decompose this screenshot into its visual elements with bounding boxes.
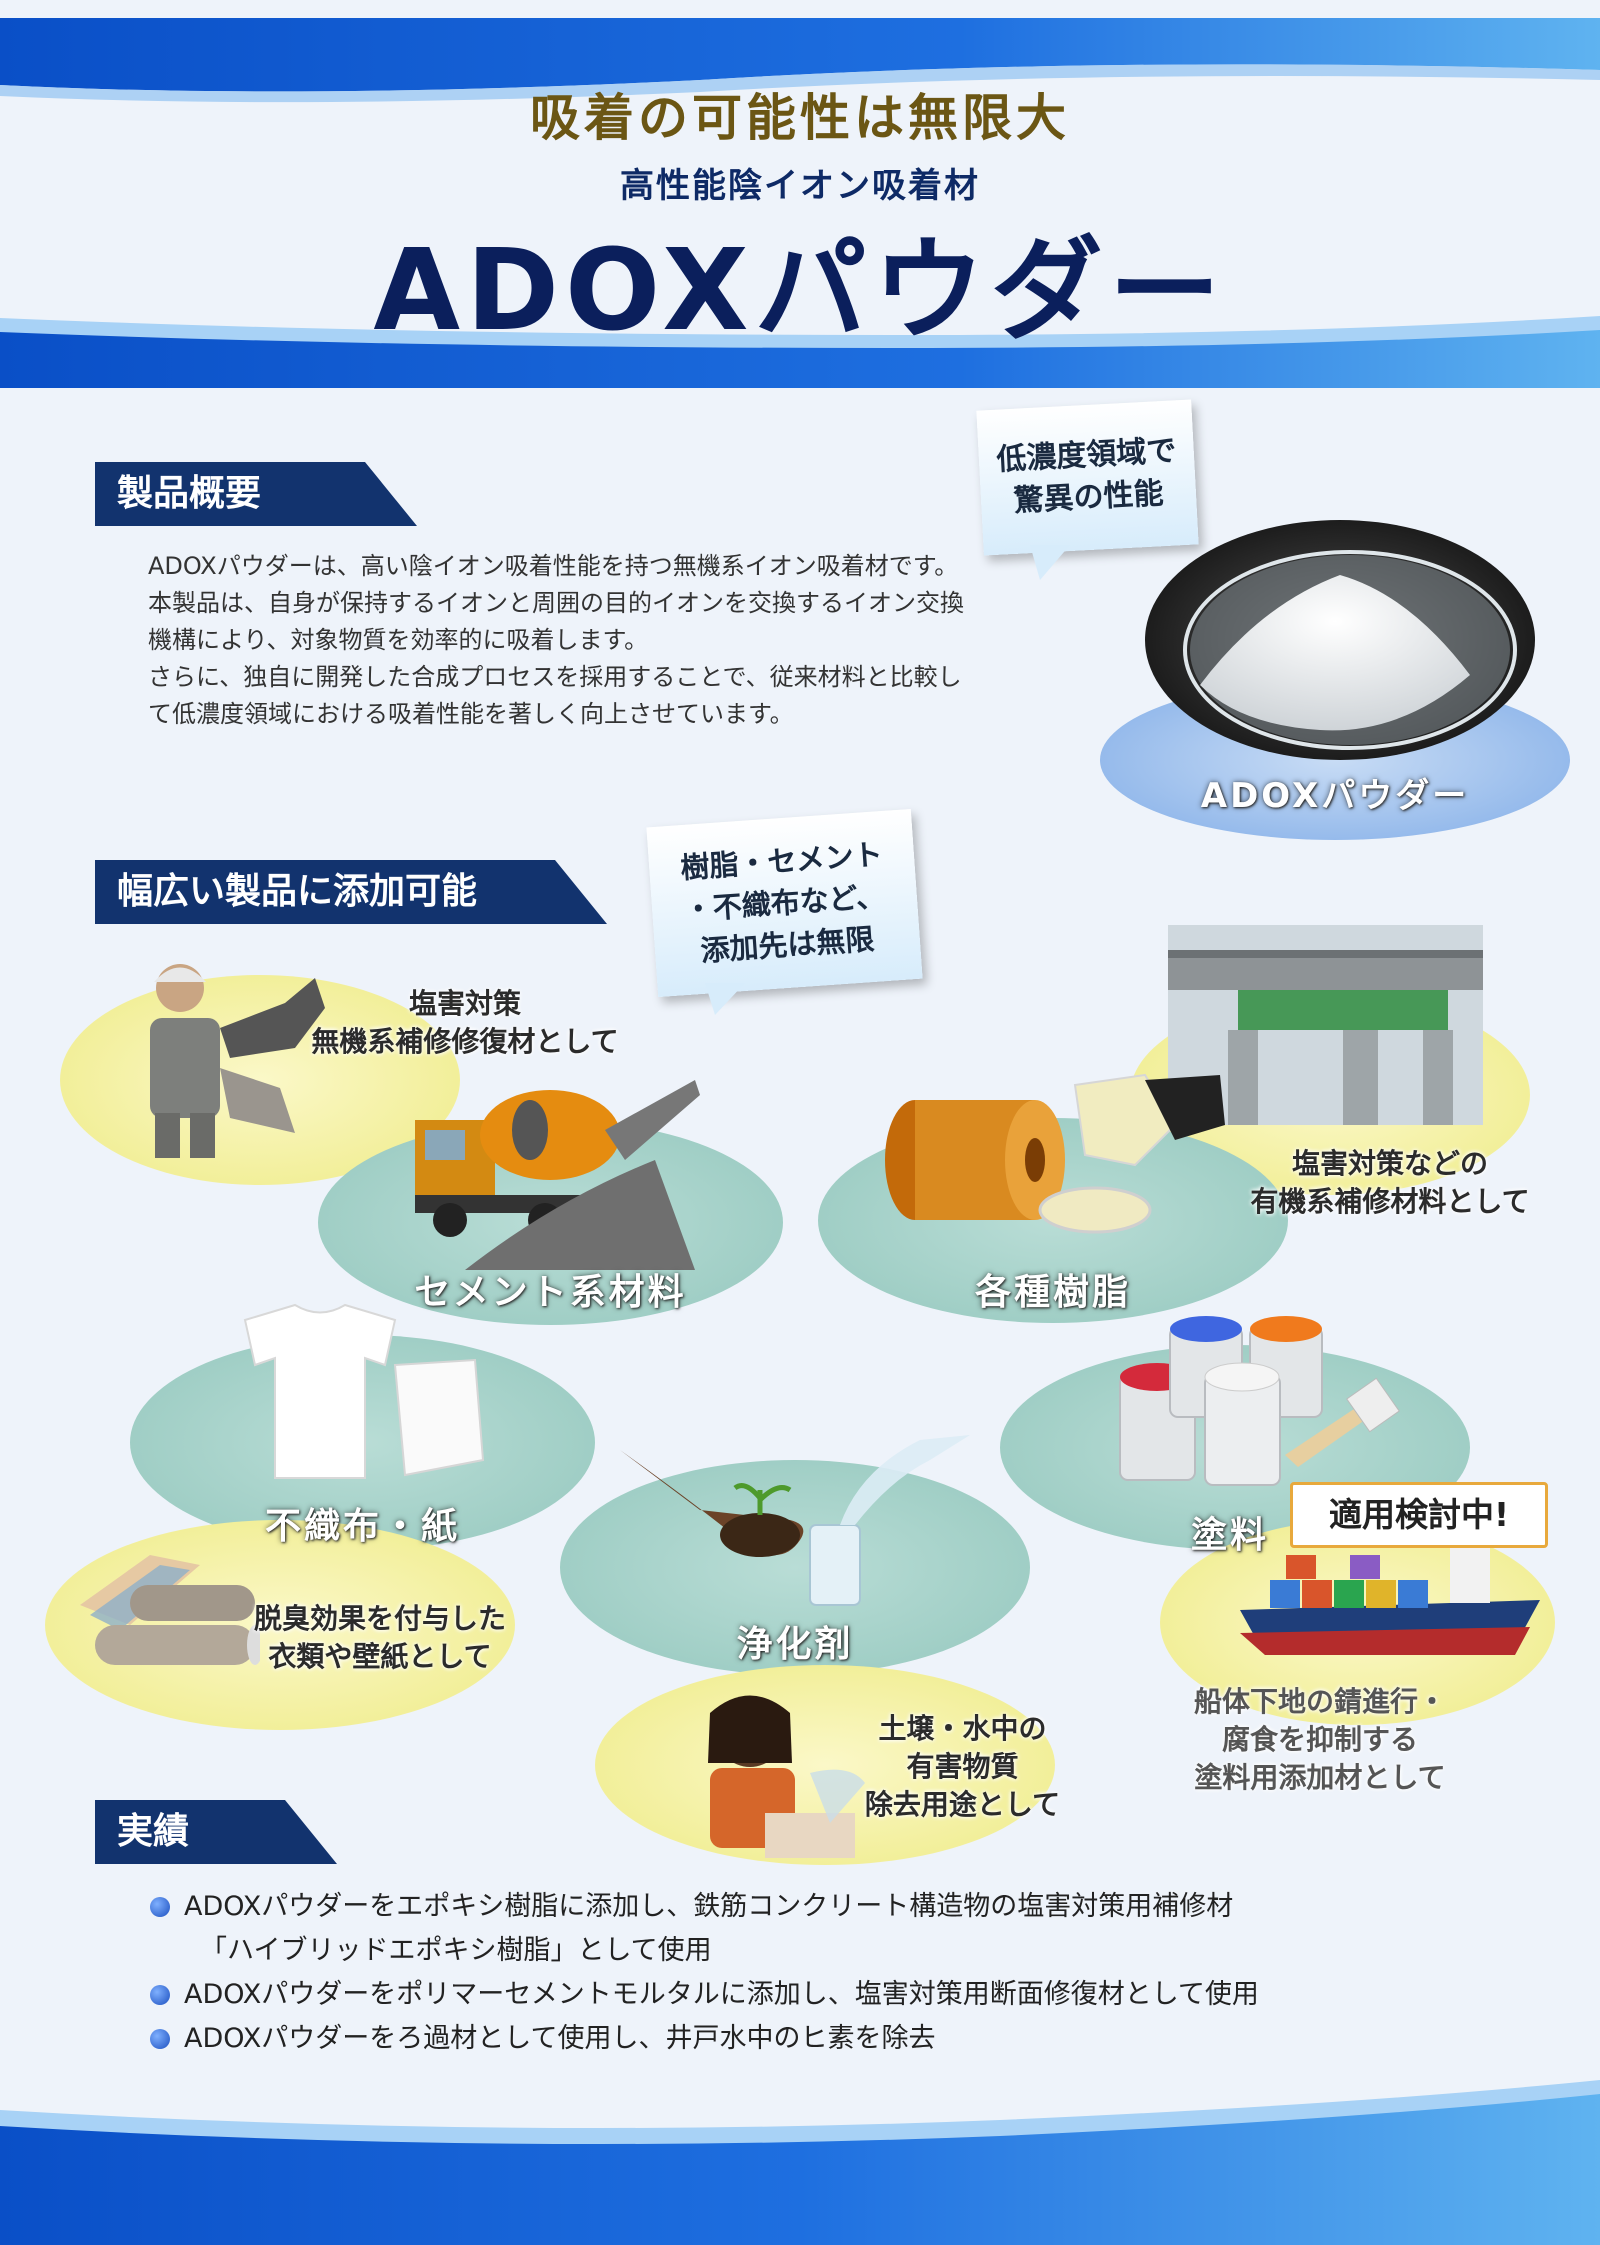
list-item: ADOXパウダーをエポキシ樹脂に添加し、鉄筋コンクリート構造物の塩害対策用補修材 — [150, 1885, 1450, 1929]
overview-line: さらに、独自に開発した合成プロセスを採用することで、従来材料と比較し — [148, 663, 962, 691]
cement-truck-image — [415, 1080, 700, 1270]
overview-heading: 製品概要 — [95, 462, 417, 526]
overview-line: て低濃度領域における吸着性能を著しく向上させています。 — [148, 700, 794, 728]
result-text: 「ハイブリッドエポキシ樹脂」として使用 — [200, 1935, 712, 1966]
note-line: 腐食を抑制する — [1221, 1723, 1418, 1756]
callout-tail — [1030, 545, 1070, 580]
product-label: ADOXパウダー — [1200, 776, 1470, 816]
note-line: 塗料用添加材として — [1194, 1761, 1446, 1794]
bullet-icon — [150, 1985, 170, 2005]
list-item: 「ハイブリッドエポキシ樹脂」として使用 — [150, 1929, 1450, 1973]
applications-heading: 幅広い製品に添加可能 — [95, 860, 607, 924]
list-item: ADOXパウダーをろ過材として使用し、井戸水中のヒ素を除去 — [150, 2017, 1450, 2061]
bridge-image — [1168, 925, 1483, 1125]
applications-callout: 樹脂・セメント ・不織布など、 添加先は無限 — [646, 808, 923, 998]
note-line: 塩害対策 — [408, 987, 521, 1020]
wallpaper-rolls-image — [80, 1555, 260, 1665]
child-image — [708, 1695, 865, 1858]
note-line: 脱臭効果を付与した — [253, 1602, 506, 1635]
results-heading: 実績 — [95, 1800, 337, 1864]
overview-line: 本製品は、自身が保持するイオンと周囲の目的イオンを交換するイオン交換 — [148, 589, 964, 617]
purifier-note: 土壌・水中の 有害物質 除去用途として — [840, 1710, 1085, 1824]
category-purifier: 浄化剤 — [736, 1624, 854, 1665]
worker-image — [150, 964, 325, 1158]
nonwoven-note: 脱臭効果を付与した 衣類や壁紙として — [230, 1600, 530, 1676]
note-line: 有害物質 — [906, 1750, 1019, 1783]
resin-materials-image — [885, 1073, 1225, 1234]
result-text: ADOXパウダーをエポキシ樹脂に添加し、鉄筋コンクリート構造物の塩害対策用補修材 — [184, 1891, 1234, 1922]
bullet-icon — [150, 2029, 170, 2049]
bullet-icon — [150, 1897, 170, 1917]
result-text: ADOXパウダーをろ過材として使用し、井戸水中のヒ素を除去 — [184, 2023, 936, 2054]
product-title: ADOXパウダー — [373, 226, 1227, 356]
category-nonwoven: 不織布・紙 — [264, 1506, 460, 1547]
category-cement: セメント系材料 — [414, 1272, 687, 1313]
tshirt-paper-image — [243, 1303, 485, 1479]
overview-text: ADOXパウダーは、高い陰イオン吸着性能を持つ無機系イオン吸着材です。 本製品は… — [148, 548, 1048, 733]
category-resin: 各種樹脂 — [974, 1272, 1131, 1313]
note-line: 船体下地の錆進行・ — [1193, 1685, 1446, 1718]
under-review-badge: 適用検討中! — [1290, 1482, 1548, 1548]
footer-wave-decoration — [0, 2080, 1600, 2245]
note-line: 塩害対策などの — [1291, 1147, 1488, 1180]
note-line: 土壌・水中の — [878, 1712, 1047, 1745]
callout-tail — [705, 983, 745, 1015]
note-line: 除去用途として — [864, 1788, 1061, 1821]
tagline: 吸着の可能性は無限大 — [530, 89, 1070, 147]
header-wave-decoration — [0, 18, 1600, 388]
note-line: 有機系補修材料として — [1250, 1185, 1530, 1218]
note-line: 無機系補修修復材として — [311, 1025, 619, 1058]
category-paint: 塗料 — [1190, 1515, 1269, 1556]
subtitle: 高性能陰イオン吸着材 — [620, 166, 980, 206]
overview-line: 機構により、対象物質を効率的に吸着します。 — [148, 626, 649, 654]
purifier-ellipse — [560, 1460, 1030, 1675]
result-text: ADOXパウダーをポリマーセメントモルタルに添加し、塩害対策用断面修復材として使… — [184, 1979, 1259, 2010]
resin-note: 塩害対策などの 有機系補修材料として — [1220, 1145, 1560, 1221]
powder-dish-image — [1145, 520, 1535, 760]
note-line: 衣類や壁紙として — [268, 1640, 492, 1673]
paint-note: 船体下地の錆進行・ 腐食を抑制する 塗料用添加材として — [1150, 1683, 1490, 1797]
cargo-ship-image — [1240, 1545, 1540, 1655]
list-item: ADOXパウダーをポリマーセメントモルタルに添加し、塩害対策用断面修復材として使… — [150, 1973, 1450, 2017]
cement-note: 塩害対策 無機系補修修復材として — [280, 985, 650, 1061]
results-list: ADOXパウダーをエポキシ樹脂に添加し、鉄筋コンクリート構造物の塩害対策用補修材… — [150, 1885, 1450, 2061]
soil-water-image — [620, 1435, 970, 1606]
overview-line: ADOXパウダーは、高い陰イオン吸着性能を持つ無機系イオン吸着材です。 — [148, 552, 959, 580]
paint-cans-image — [1119, 1316, 1400, 1486]
